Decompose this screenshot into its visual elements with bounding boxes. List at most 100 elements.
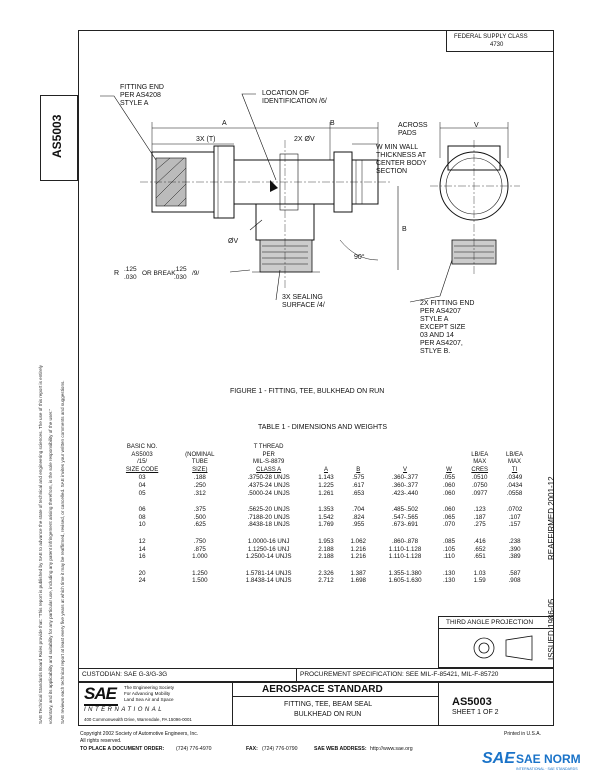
label-2x-ov: 2X ØV xyxy=(294,136,315,143)
table-cell-b: .653 xyxy=(352,489,365,497)
table-cell-tube: .375 xyxy=(193,506,206,514)
table-cell-b: 1.216 xyxy=(350,553,366,561)
table-cell-ti: .908 xyxy=(508,577,521,585)
label-identification: IDENTIFICATION /6/ xyxy=(262,98,327,105)
table-cell-cres: .275 xyxy=(473,521,486,529)
table-cell-a: 2.188 xyxy=(318,553,334,561)
sheet-id: AS5003 xyxy=(452,696,492,708)
table-cell-w: .110 xyxy=(443,553,455,561)
table-cell-v: .360-.377 xyxy=(391,481,419,489)
federal-supply-line-1: FEDERAL SUPPLY CLASS xyxy=(454,34,528,40)
table-cell-v: .423-.440 xyxy=(391,489,419,497)
tee-fitting-drawing xyxy=(100,93,520,303)
table-cell-tube: .500 xyxy=(193,513,206,521)
watermark-mark: SAE xyxy=(482,750,515,767)
table-cell-ti: .238 xyxy=(508,537,521,545)
table-cell-v: 1.110-1.128 xyxy=(388,545,422,553)
table-cell-tube: .250 xyxy=(193,481,206,489)
table-cell-thread: 1.1250-16 UNJ xyxy=(247,545,290,553)
table-cell-size: 24 xyxy=(138,577,146,585)
table-cell-a: 1.261 xyxy=(318,489,334,497)
table-cell-ti: .157 xyxy=(508,521,521,529)
label-break-4: .125 xyxy=(174,266,187,273)
footer-copyright: Copyright 2002 Society of Automotive Eng… xyxy=(80,731,199,737)
table-cell-ti: .587 xyxy=(508,569,521,577)
table-cell-thread: 1.8438-14 UNJS xyxy=(245,577,292,585)
table-cell-a: 1.143 xyxy=(318,474,334,482)
table-cell-v: 1.110-1.128 xyxy=(388,553,422,561)
table-cell-tube: .188 xyxy=(193,474,206,482)
table-cell-size: 08 xyxy=(138,513,146,521)
projection-box xyxy=(438,616,554,668)
table-cell-thread: 1.0000-16 UNJ xyxy=(247,537,290,545)
table-group-spacer xyxy=(112,529,532,538)
disclaimer-line-1: SAE Technical Standards Board Rules prov… xyxy=(38,365,43,724)
projection-label: THIRD ANGLE PROJECTION xyxy=(446,619,534,626)
table-cell-thread: .3750-28 UNJS xyxy=(247,474,290,482)
table-cell-cres: .0750 xyxy=(471,481,488,489)
table-cell-w: .065 xyxy=(442,513,456,521)
table-group-spacer xyxy=(112,561,532,570)
table-cell-size: 20 xyxy=(138,569,146,577)
table-cell-thread: .7188-20 UNJS xyxy=(247,513,290,521)
table-cell-cres: .123 xyxy=(473,506,486,514)
label-location-of: LOCATION OF xyxy=(262,90,309,97)
watermark-name: SAE NORM xyxy=(516,752,581,766)
table-cell-ti: .107 xyxy=(508,513,521,521)
table-group-spacer xyxy=(112,497,532,506)
table-cell-thread: .4375-24 UNJS xyxy=(247,481,290,489)
table-cell-v: .360-.377 xyxy=(391,474,419,482)
table-cell-a: 1.225 xyxy=(318,481,334,489)
label-end2-5: 03 AND 14 xyxy=(420,332,454,339)
col-size-header: BASIC NO.AS5003/15/SIZE CODE xyxy=(125,444,159,473)
sae-society-2: For Advancing Mobility xyxy=(124,691,171,696)
table-cell-b: .575 xyxy=(352,474,365,482)
table-cell-w: .055 xyxy=(442,474,456,482)
table-cell-w: .105 xyxy=(442,545,456,553)
table-cell-cres: .187 xyxy=(473,513,486,521)
label-end2-2: PER AS4207 xyxy=(420,308,461,315)
table-cell-thread: .5625-20 UNJS xyxy=(247,506,290,514)
footer-order-label: TO PLACE A DOCUMENT ORDER: xyxy=(80,746,165,752)
federal-supply-box xyxy=(446,30,554,52)
label-3x-t: 3X (T) xyxy=(196,136,216,143)
table-cell-cres: .416 xyxy=(473,537,486,545)
label-break-2: .030 xyxy=(124,274,137,281)
table-cell-a: 1.769 xyxy=(318,521,334,529)
left-id-border xyxy=(40,95,78,181)
table-cell-cres: .0977 xyxy=(471,489,488,497)
table-cell-size: 04 xyxy=(138,481,146,489)
table-cell-b: .824 xyxy=(352,513,365,521)
document-id-vertical: AS5003 xyxy=(50,114,64,158)
label-dim-b: B xyxy=(330,120,335,127)
table-cell-cres: .652 xyxy=(473,545,486,553)
table-cell-tube: .312 xyxy=(193,489,206,497)
table-cell-cres: .651 xyxy=(473,553,486,561)
table-cell-b: 1.387 xyxy=(350,569,366,577)
table-cell-ti: .0558 xyxy=(506,489,523,497)
table-cell-a: 2.326 xyxy=(318,569,334,577)
table-cell-size: 14 xyxy=(138,545,146,553)
footer-web-label: SAE WEB ADDRESS: xyxy=(314,746,367,752)
table-cell-v: .860-.878 xyxy=(391,537,419,545)
table-cell-w: .130 xyxy=(442,569,456,577)
footer-fax: (724) 776-0790 xyxy=(262,746,298,752)
end-view xyxy=(397,122,520,303)
table-cell-a: 2.188 xyxy=(318,545,334,553)
label-dim-v: V xyxy=(474,122,479,129)
table-cell-size: 16 xyxy=(138,553,146,561)
label-wall-3: CENTER BODY xyxy=(376,160,427,167)
standard-title: AEROSPACE STANDARD xyxy=(262,684,383,695)
table-cell-w: .060 xyxy=(442,481,456,489)
table-cell-cres: 1.03 xyxy=(473,569,486,577)
label-per-as4208: PER AS4208 xyxy=(120,92,161,99)
table-cell-thread: 1.2500-14 UNJS xyxy=(245,553,292,561)
